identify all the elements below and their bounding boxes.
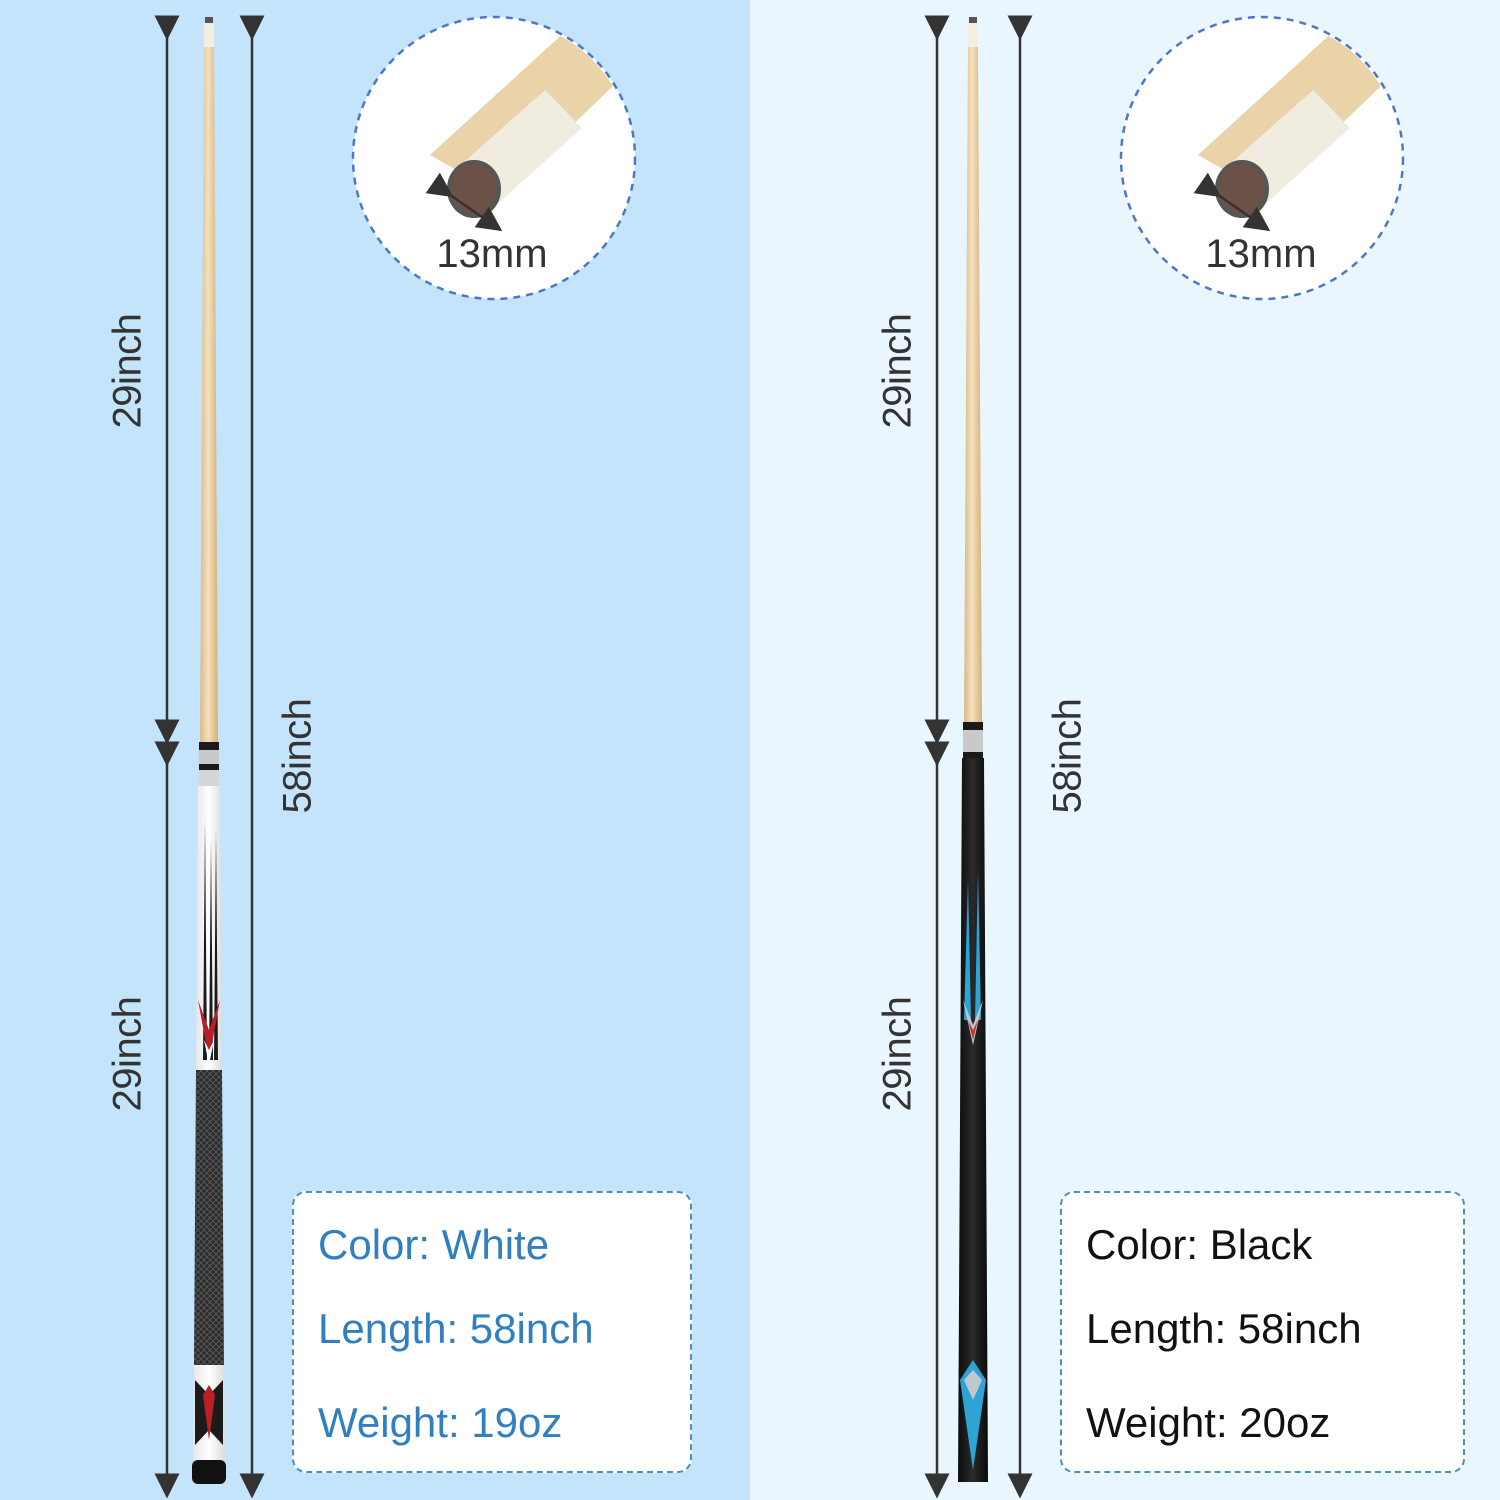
spec-length: Length: 58inch bbox=[318, 1305, 594, 1352]
shaft-length-label: 29inch bbox=[875, 313, 920, 429]
tip-size-label: 13mm bbox=[436, 232, 548, 276]
cue-butt bbox=[958, 758, 988, 1482]
shaft-length-label: 29inch bbox=[105, 313, 150, 429]
spec-weight: Weight: 19oz bbox=[318, 1399, 563, 1446]
spec-weight: Weight: 20oz bbox=[1086, 1399, 1331, 1446]
white-cue-spec-box: Color: White Length: 58inch Weight: 19oz bbox=[292, 1191, 692, 1473]
joint-ring bbox=[199, 742, 219, 750]
tip-zoom-circle bbox=[1119, 15, 1405, 301]
tip-size-label: 13mm bbox=[1205, 232, 1317, 276]
spec-length: Length: 58inch bbox=[1086, 1305, 1362, 1352]
joint-collar bbox=[963, 730, 983, 752]
total-length-label: 58inch bbox=[275, 698, 320, 814]
cue-shaft bbox=[200, 47, 218, 742]
butt-cap bbox=[192, 1460, 226, 1484]
cue-tip bbox=[205, 17, 213, 23]
cue-wrap bbox=[194, 1070, 224, 1365]
forearm-inlay bbox=[963, 870, 983, 1045]
sleeve-pattern bbox=[195, 1380, 223, 1445]
total-length-label: 58inch bbox=[1045, 698, 1090, 814]
black-cue-spec-box: Color: Black Length: 58inch Weight: 20oz bbox=[1060, 1191, 1465, 1473]
spec-color: Color: Black bbox=[1086, 1221, 1313, 1268]
spec-color: Color: White bbox=[318, 1221, 550, 1268]
cue-forearm bbox=[196, 786, 222, 1070]
white-cue-panel: 13mm 29inch 29inch 58inch Color: White L… bbox=[0, 0, 750, 1500]
joint-collar bbox=[199, 750, 219, 764]
white-cue-illustration bbox=[154, 15, 637, 1499]
sleeve-inlay bbox=[960, 1360, 986, 1470]
cue-shaft bbox=[964, 47, 982, 722]
cue-tip bbox=[969, 17, 977, 23]
cue-ferrule bbox=[204, 23, 214, 47]
butt-length-label: 29inch bbox=[105, 996, 150, 1112]
tip-zoom-circle bbox=[351, 15, 637, 301]
forearm-points bbox=[198, 820, 220, 1065]
butt-length-label: 29inch bbox=[875, 996, 920, 1112]
cue-ferrule bbox=[968, 23, 978, 47]
black-cue-illustration bbox=[924, 15, 1405, 1499]
joint-ring bbox=[963, 722, 983, 730]
black-cue-panel: 13mm 29inch 29inch 58inch Color: Black L… bbox=[750, 0, 1500, 1500]
